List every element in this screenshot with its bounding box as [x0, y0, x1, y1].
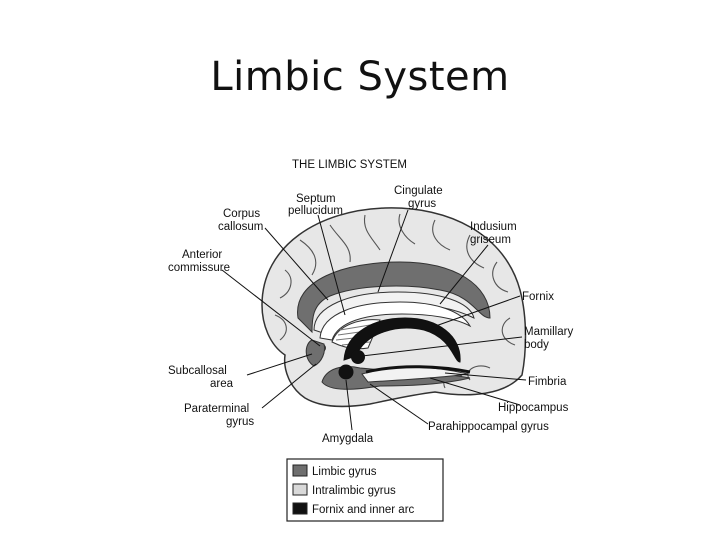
cingulate-band [297, 261, 491, 334]
label-fimbria: Fimbria [528, 376, 567, 388]
fimbria-line [365, 365, 471, 374]
label-corpus-2: callosum [218, 221, 263, 233]
slide-title: Limbic System [210, 54, 510, 100]
label-anterior-2: commissure [168, 262, 230, 274]
legend-swatch [292, 464, 308, 477]
mamillary-body [351, 350, 365, 364]
label-mamillary-1: Mamillary [524, 326, 573, 338]
label-paraterminal-2: gyrus [226, 416, 254, 428]
legend-label: Intralimbic gyrus [312, 485, 396, 497]
corpus-callosum [319, 301, 472, 341]
fornix-arc [343, 317, 461, 363]
label-paraterminal-1: Paraterminal [184, 403, 249, 415]
label-indusium-1: Indusium [470, 221, 517, 233]
label-anterior-1: Anterior [182, 249, 222, 261]
label-mamillary-2: body [524, 339, 549, 351]
diagram-heading: THE LIMBIC SYSTEM [292, 159, 407, 171]
legend-box [286, 458, 444, 522]
structure-labels: Septum pellucidum Cingulate gyrus Corpus… [168, 185, 573, 445]
legend-swatch [292, 502, 308, 515]
label-cingulate-1: Cingulate [394, 185, 443, 197]
legend-label: Limbic gyrus [312, 466, 377, 478]
label-hippocampus: Hippocampus [498, 402, 569, 414]
label-subcallosal-1: Subcallosal [168, 365, 227, 377]
label-septum-2: pellucidum [288, 205, 343, 217]
label-cingulate-2: gyrus [408, 198, 436, 210]
label-fornix: Fornix [522, 291, 554, 303]
label-septum-1: Septum [296, 193, 336, 205]
label-corpus-1: Corpus [223, 208, 260, 220]
legend-swatch [292, 483, 308, 496]
label-subcallosal-2: area [210, 378, 234, 390]
label-indusium-2: griseum [470, 234, 511, 246]
label-amygdala: Amygdala [322, 433, 374, 445]
leader-lines [221, 209, 527, 431]
label-parahippocampal: Parahippocampal gyrus [428, 421, 549, 433]
amygdala-shape [338, 364, 354, 380]
legend-label: Fornix and inner arc [312, 504, 415, 516]
